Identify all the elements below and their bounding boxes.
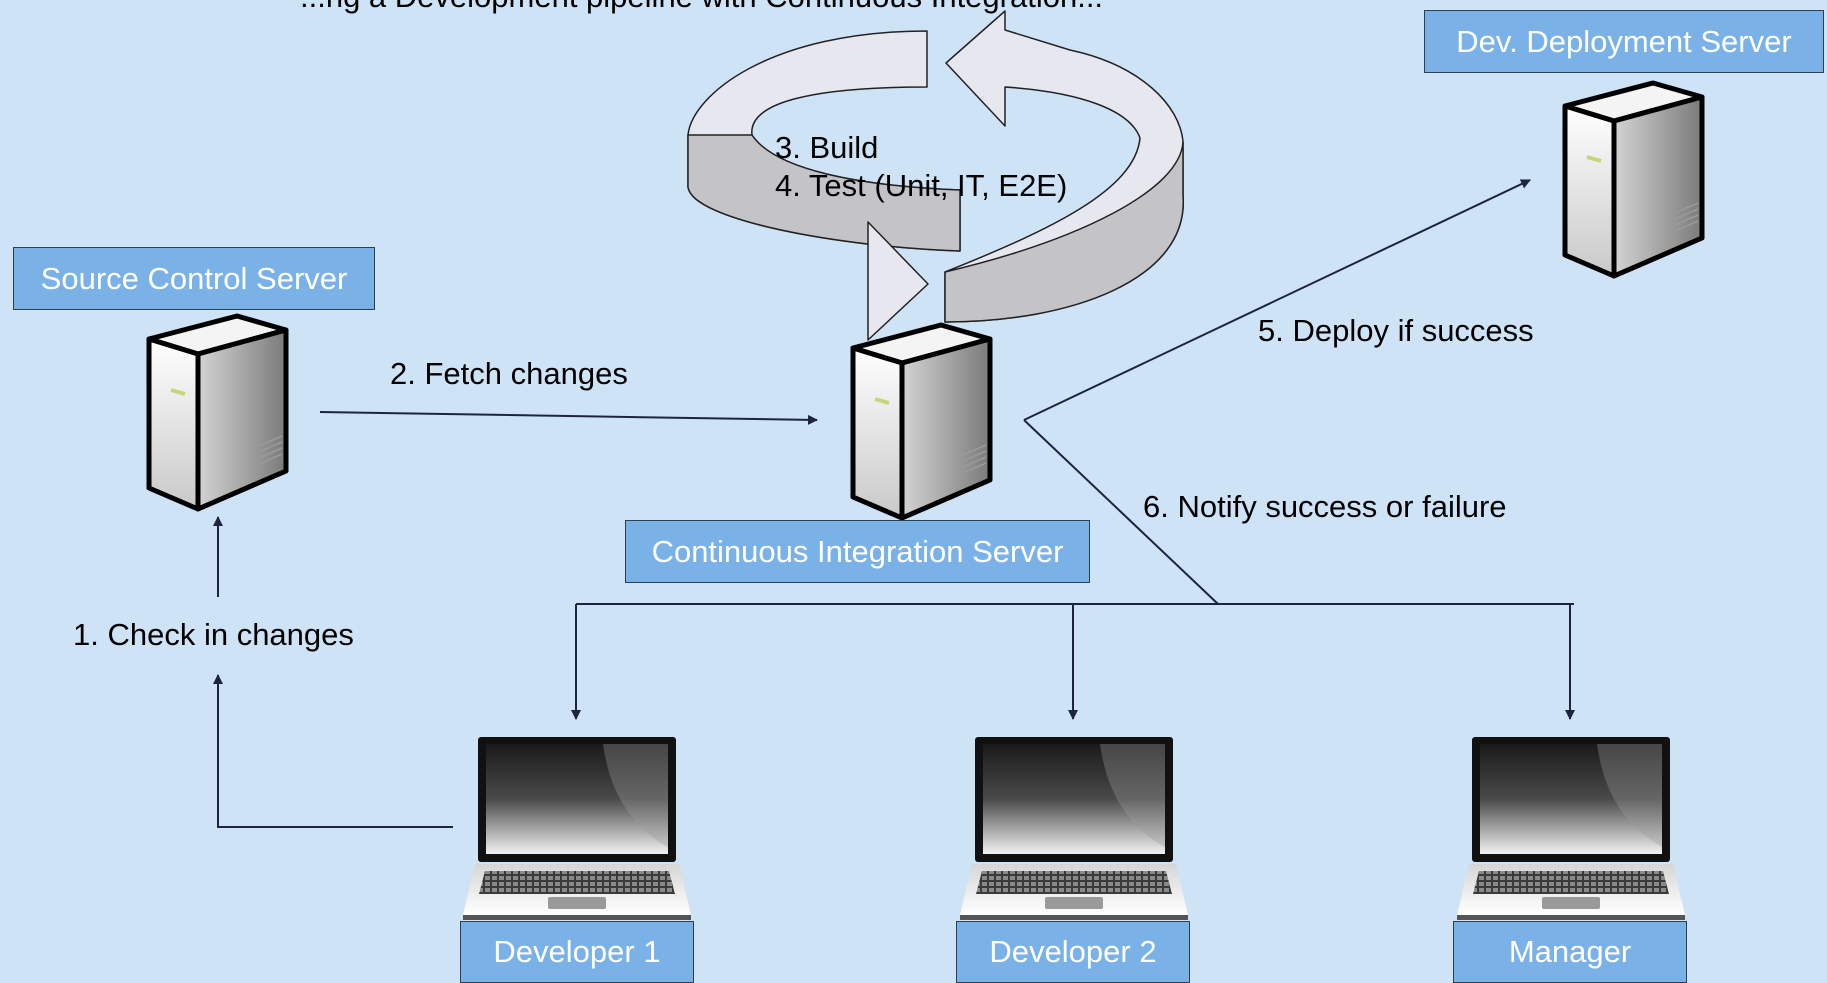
server-icon [853,325,990,518]
deploy-arrow [1023,179,1531,421]
laptop-icon [463,737,691,920]
step-test-label: 4. Test (Unit, IT, E2E) [775,168,1068,203]
diagram-title: ...ng a Development pipeline with Contin… [300,0,1103,15]
laptop-icon [1457,737,1685,920]
developer2-label: Developer 2 [956,921,1190,983]
check-in-arrow-lower [213,674,453,828]
laptop-icon [960,737,1188,920]
ci-server-label: Continuous Integration Server [625,520,1090,583]
step-deploy-label: 5. Deploy if success [1258,313,1534,348]
connector-lines [213,179,1575,828]
step-check-in-label: 1. Check in changes [73,617,354,652]
manager-label: Manager [1453,921,1687,983]
source-control-server-label: Source Control Server [13,247,375,310]
server-icon [1565,83,1702,276]
fetch-arrow [319,411,818,425]
step-notify-label: 6. Notify success or failure [1143,489,1507,524]
server-icon [149,316,286,509]
developer1-label: Developer 1 [460,921,694,983]
cycle-arrow-icon [687,10,1184,341]
dev-deployment-server-label: Dev. Deployment Server [1424,10,1824,73]
notify-line [1023,419,1219,605]
step-build-label: 3. Build [775,130,879,165]
step-fetch-label: 2. Fetch changes [390,356,628,391]
